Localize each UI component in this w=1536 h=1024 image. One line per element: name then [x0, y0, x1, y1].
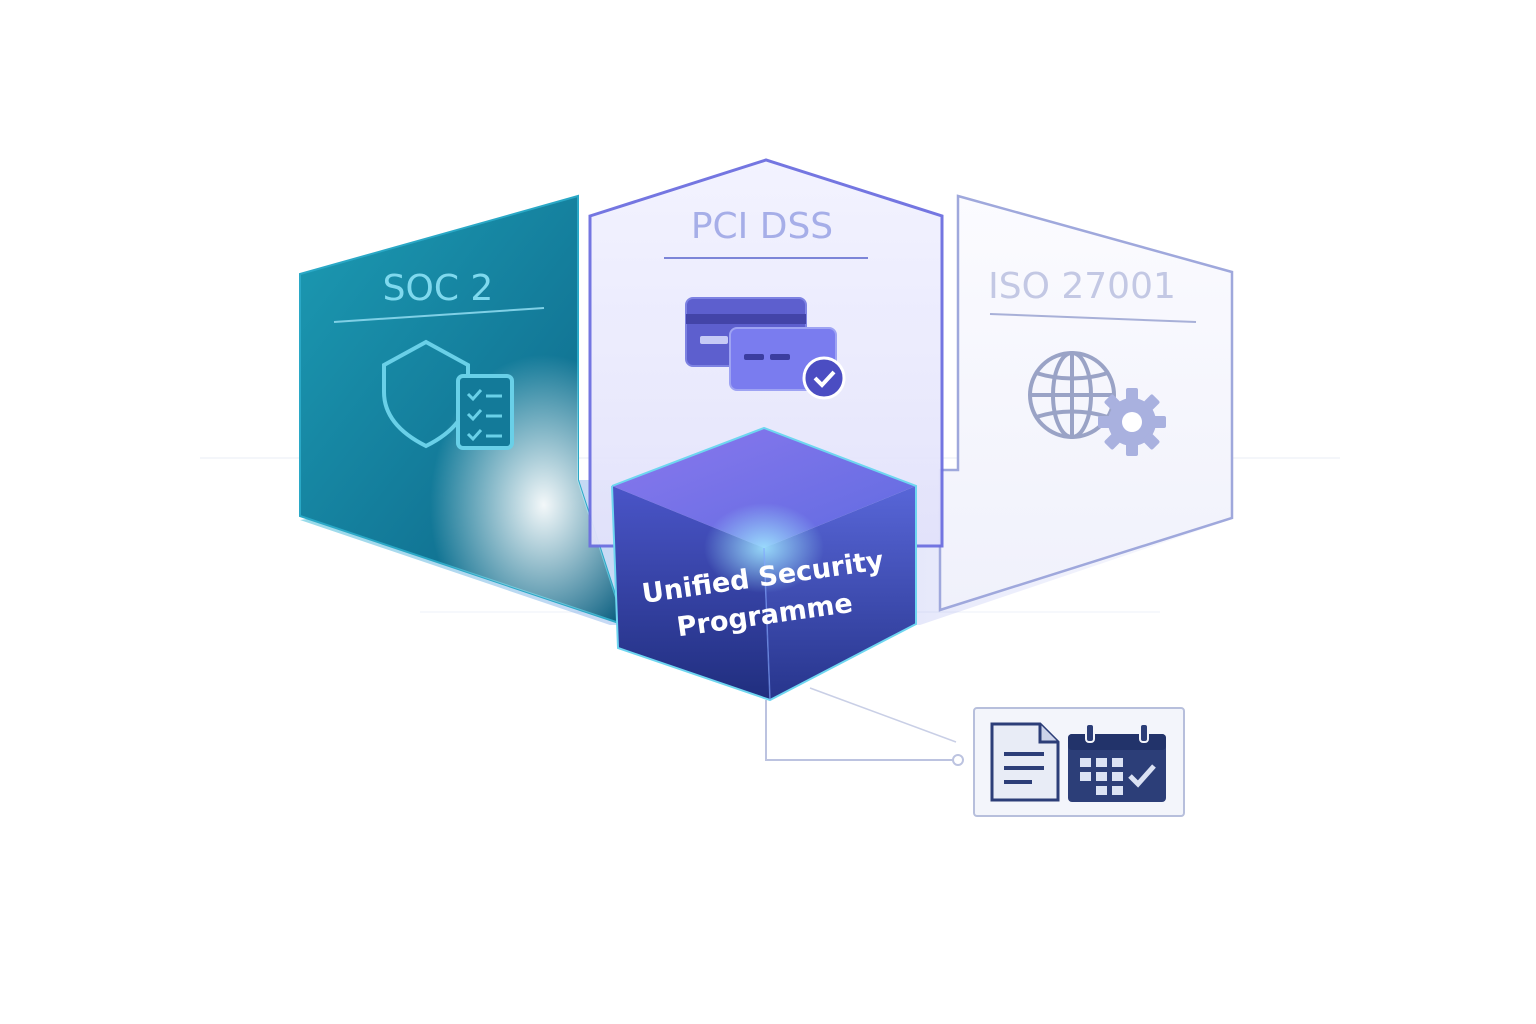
panel-soc-2: SOC 2 — [299, 194, 627, 627]
document-icon — [990, 722, 1060, 802]
panel-title-soc: SOC 2 — [383, 268, 494, 309]
panel-divider-iso — [989, 313, 1197, 323]
panel-iso-27001: ISO 27001 — [938, 194, 1234, 612]
panel-pci-dss: PCI DSS — [588, 158, 944, 548]
panel-title-pci: PCI DSS — [691, 206, 833, 247]
panel-divider-soc — [333, 307, 545, 323]
calendar-check-icon — [1068, 723, 1166, 802]
output-connector — [765, 687, 964, 766]
core-cube: Unified Security Programme — [611, 426, 917, 702]
shield-checklist-icon — [382, 339, 514, 450]
credit-card-check-icon — [685, 297, 846, 400]
panel-title-iso: ISO 27001 — [988, 266, 1176, 307]
output-box — [973, 707, 1185, 817]
globe-gear-icon — [1028, 351, 1166, 456]
